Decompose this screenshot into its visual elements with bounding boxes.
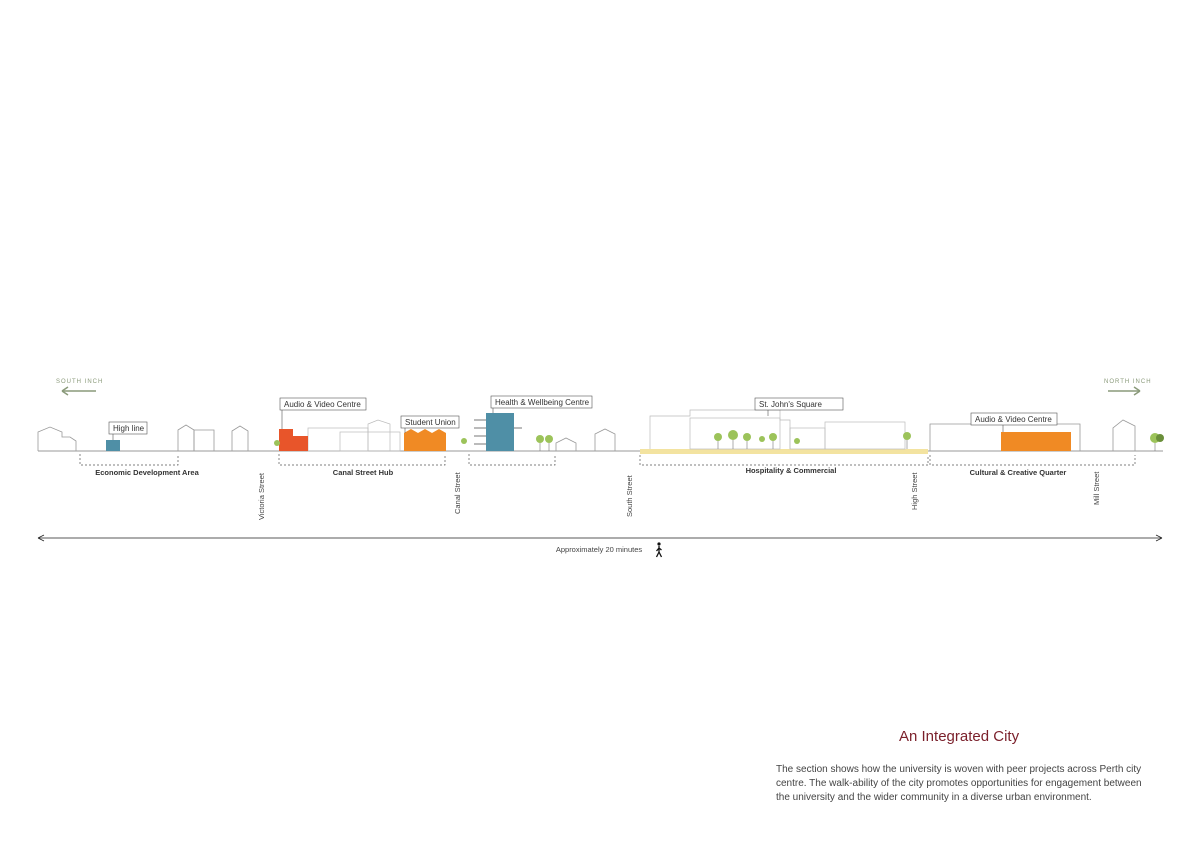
health-wellbeing-label: Health & Wellbeing Centre [495,398,590,407]
callout-st-johns: St. John's Square [754,397,844,416]
trees [274,430,1164,446]
street-mill-label: Mill Street [1092,471,1101,505]
audio-video-label: Audio & Video Centre [284,400,361,409]
street-victoria-label: Victoria Street [257,472,266,520]
house-right [1112,419,1136,451]
walk-duration-label: Approximately 20 minutes [556,545,643,554]
south-inch-label: SOUTH INCH [56,379,103,385]
st-johns-buildings [649,409,906,450]
arrow-right-head-icon [1155,534,1163,542]
zone-economic-label: Economic Development Area [95,468,199,477]
walk-distance-arrow [37,534,1163,542]
south-direction: SOUTH INCH [56,379,103,396]
health-wellbeing-building [486,413,514,451]
street-high-label: High Street [910,472,919,510]
street-south-label: South Street [625,474,634,517]
hub-context-buildings [307,419,401,452]
zone-hospitality-label: Hospitality & Commercial [746,466,837,475]
zone-cultural-label: Cultural & Creative Quarter [970,468,1067,477]
north-inch-label: NORTH INCH [1104,379,1152,385]
houses-left [37,424,249,451]
callout-audio-video-2: Audio & Video Centre [970,412,1058,432]
zone-canal-hub-label: Canal Street Hub [333,468,394,477]
cultural-quarter-outline [928,423,1081,452]
callout-student-union: Student Union [400,415,460,433]
tree-trunks [539,440,1156,451]
high-line-building [106,440,120,451]
caption-body: The section shows how the university is … [776,764,1142,803]
high-line-label: High line [113,424,145,433]
audio-video-centre-2-building [1001,432,1071,451]
street-canal-label: Canal Street [453,471,462,514]
north-direction: NORTH INCH [1104,379,1152,396]
caption-block: An Integrated City The section shows how… [776,728,1156,805]
building-balconies [474,419,522,445]
callout-health-wellbeing: Health & Wellbeing Centre [490,395,593,413]
audio-video-2-label: Audio & Video Centre [975,415,1052,424]
left-arrow-icon [61,386,69,396]
right-arrow-icon [1133,386,1141,396]
zone-brackets [79,454,1136,466]
arrow-left-head-icon [37,534,45,542]
callout-high-line: High line [108,421,148,440]
st-johns-label: St. John's Square [759,400,822,409]
walking-person-icon [655,542,663,558]
student-union-label: Student Union [405,418,456,427]
audio-video-centre-building [279,429,308,451]
st-johns-square-surface [640,449,928,454]
student-union-building [404,429,446,451]
caption-title: An Integrated City [899,728,1020,745]
middle-context-buildings [555,428,616,451]
callout-audio-video: Audio & Video Centre [279,397,367,429]
